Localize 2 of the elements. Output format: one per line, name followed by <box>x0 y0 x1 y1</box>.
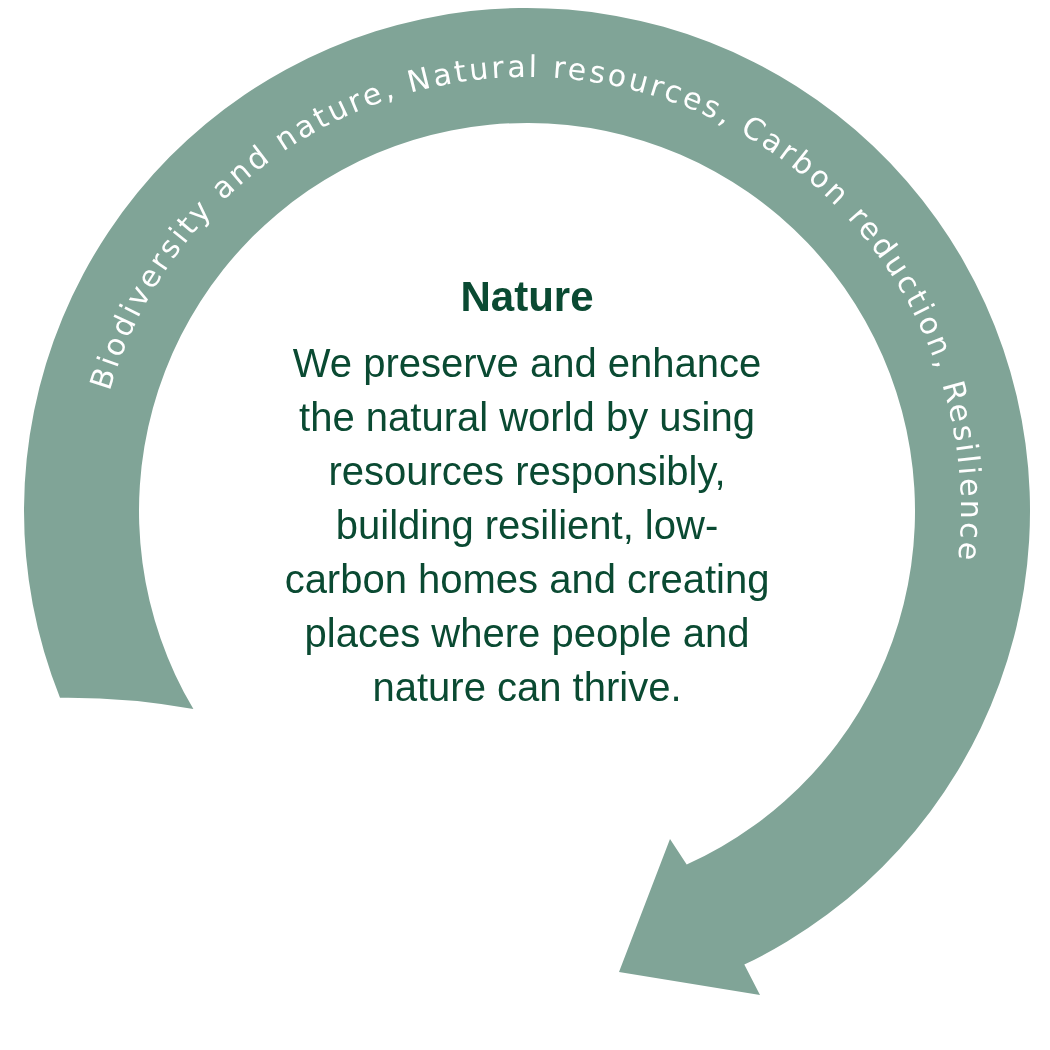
heading: Nature <box>459 272 595 322</box>
body-text: We preserve and enhance the natural world by using resources responsibly, building resilient, low-carbon homes and creating places where people and nature can thrive. <box>283 340 771 711</box>
